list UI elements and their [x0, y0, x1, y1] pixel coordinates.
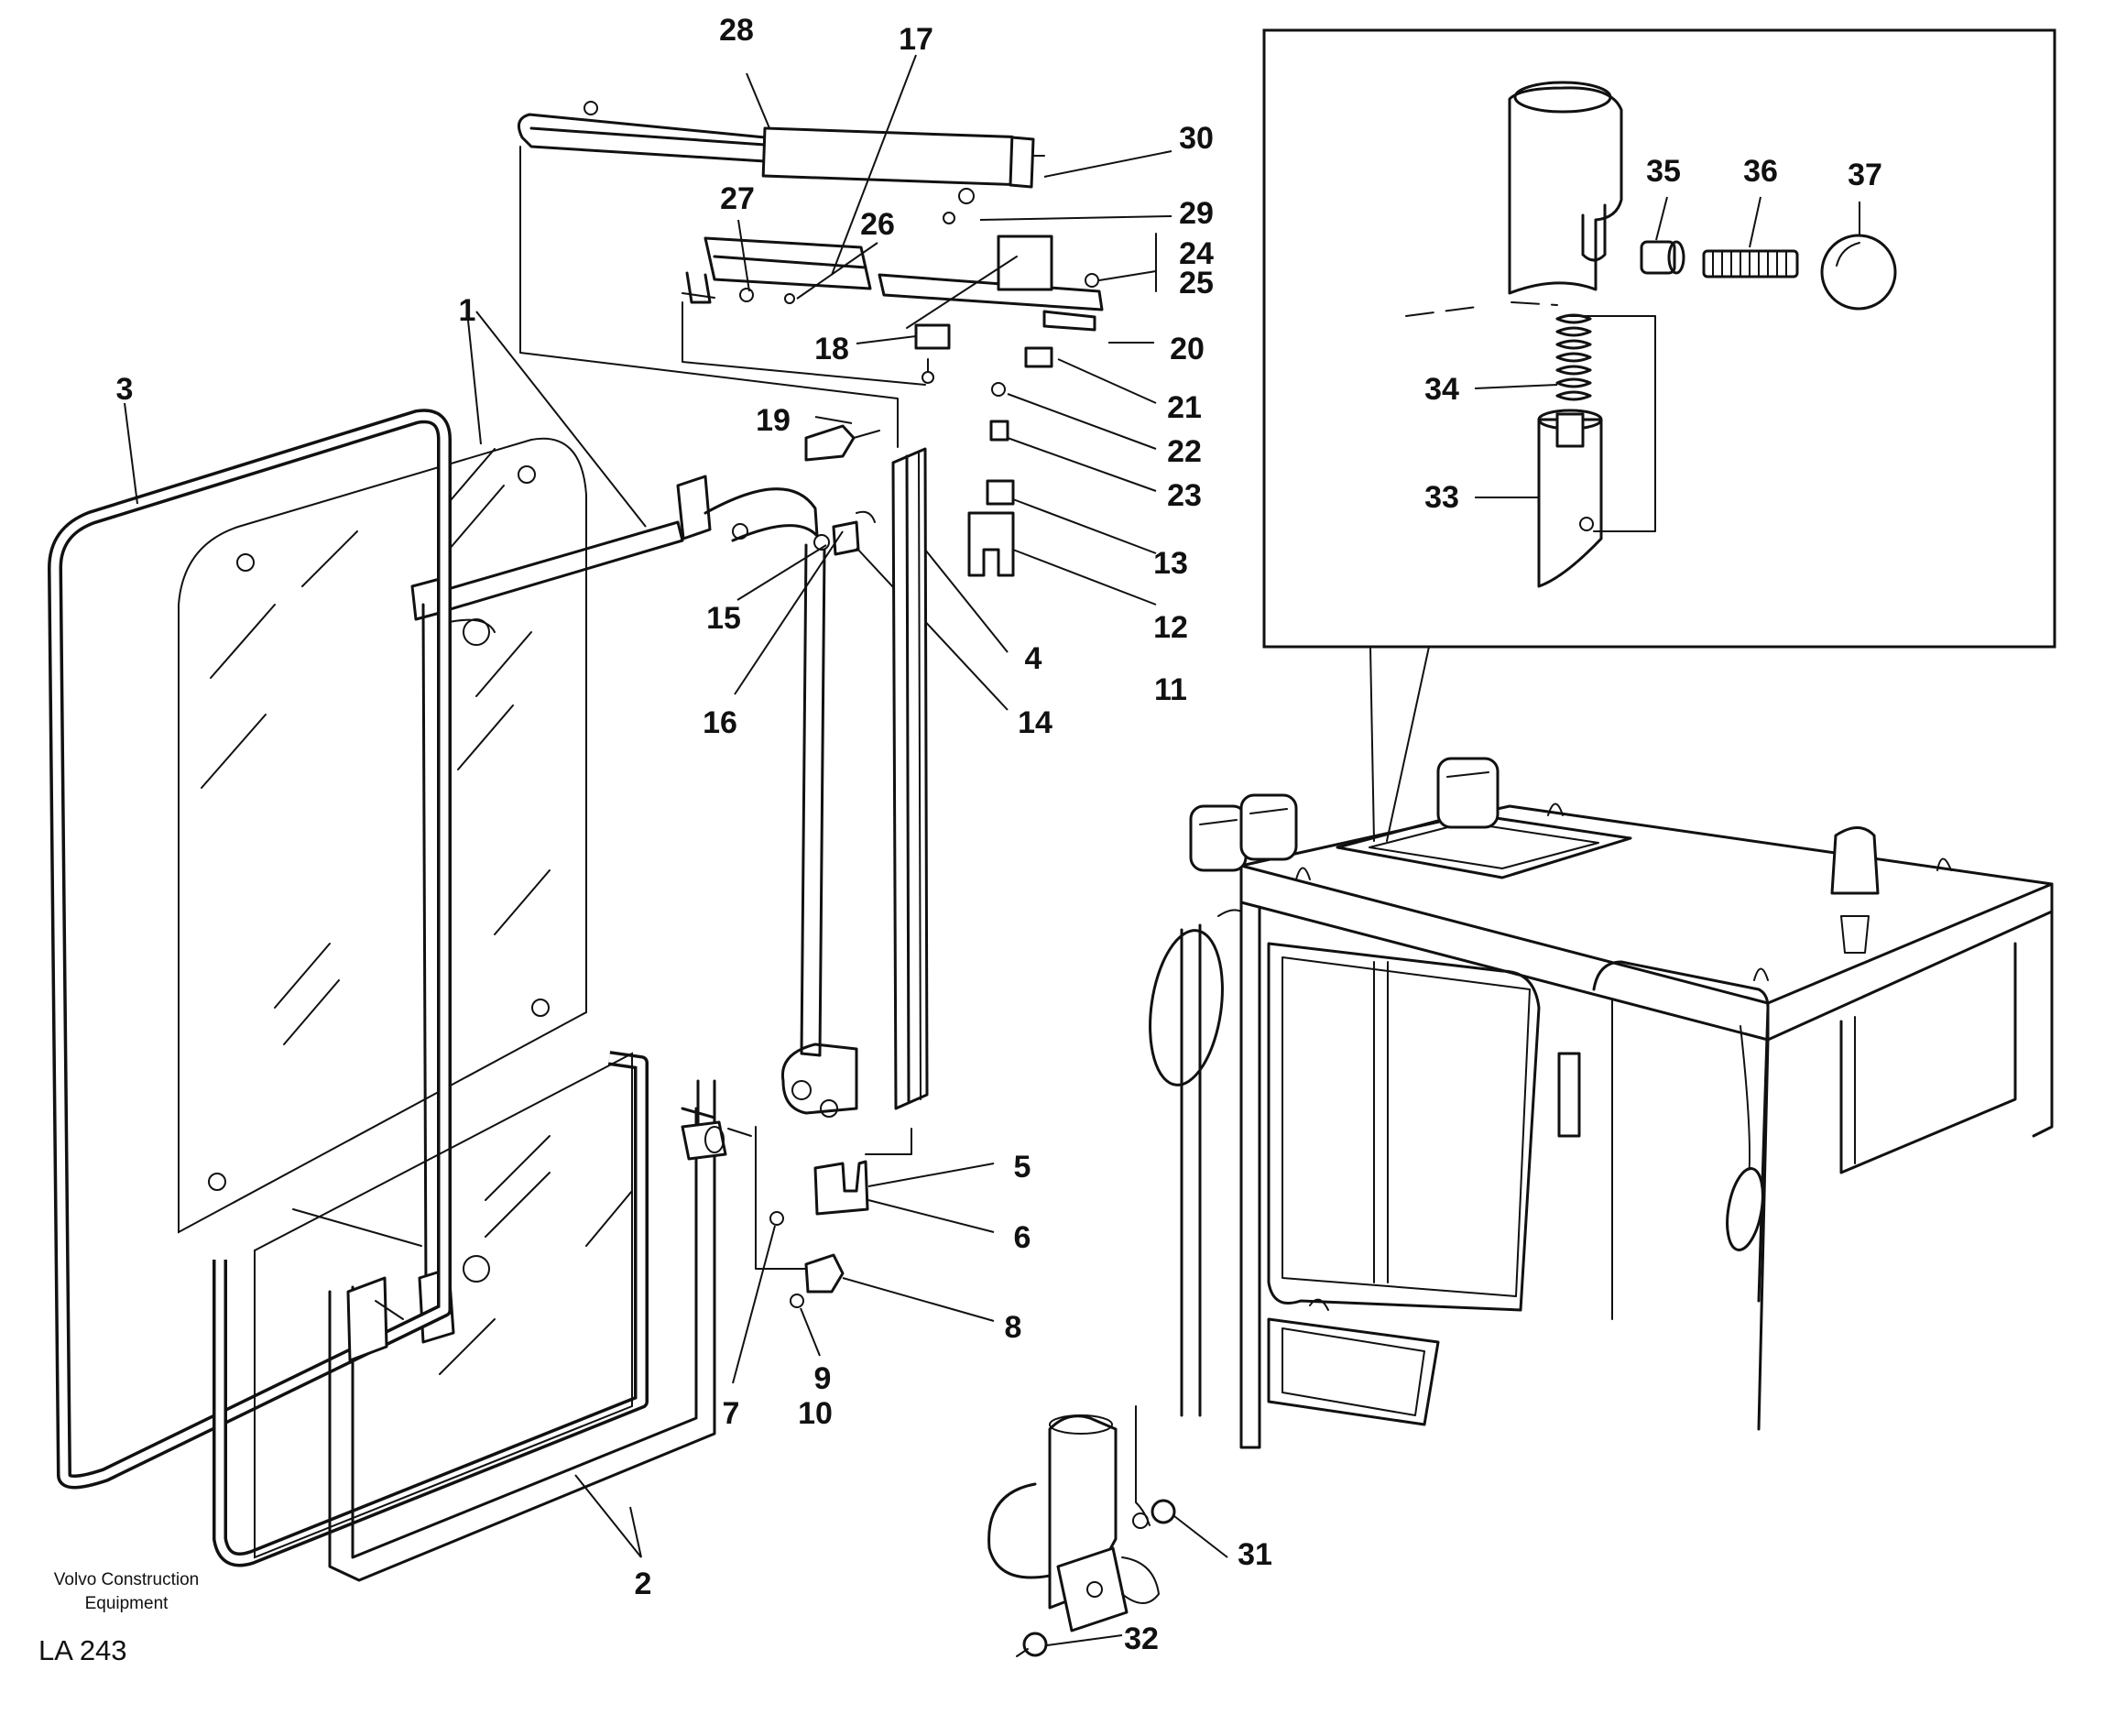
callout-21: 21: [1167, 390, 1202, 425]
callout-27: 27: [720, 181, 755, 216]
callout-3: 3: [116, 372, 134, 407]
drawing-reference: LA 243: [38, 1634, 127, 1666]
callout-15: 15: [706, 601, 741, 636]
small-parts-cluster: [814, 346, 1157, 606]
callout-2: 2: [635, 1567, 652, 1601]
lower-hinge-parts: [732, 1126, 995, 1384]
callout-7: 7: [723, 1396, 740, 1431]
part-34-spring: [1555, 313, 1592, 401]
callout-18: 18: [814, 332, 849, 366]
callout-10: 10: [798, 1396, 833, 1431]
callout-28: 28: [719, 13, 754, 48]
part-35-bushing: [1640, 240, 1685, 275]
part-37-knob: [1820, 234, 1897, 311]
callout-22: 22: [1167, 434, 1202, 469]
callout-6: 6: [1014, 1220, 1031, 1255]
callout-33: 33: [1424, 480, 1459, 515]
callout-9: 9: [814, 1361, 832, 1396]
callout-labels: 28 17 30 27 26 29 24 25 18 20 1 3 19 21 …: [116, 13, 1882, 1656]
inset-detail-box: [1262, 28, 2056, 842]
callout-12: 12: [1153, 610, 1188, 645]
callout-32: 32: [1124, 1621, 1159, 1656]
cab-assembly: [1149, 757, 2054, 1449]
callout-26: 26: [860, 207, 895, 242]
callout-34: 34: [1424, 372, 1459, 407]
callout-17: 17: [899, 22, 933, 57]
callout-20: 20: [1170, 332, 1205, 366]
callout-30: 30: [1179, 121, 1214, 156]
part-4-post: [891, 447, 1009, 1110]
callout-24: 24: [1179, 236, 1214, 271]
callout-4: 4: [1025, 641, 1042, 676]
part-33-pin: [1537, 409, 1603, 588]
callout-35: 35: [1646, 154, 1681, 189]
callout-19: 19: [756, 403, 791, 438]
gas-stay: [734, 510, 1009, 1118]
callout-36: 36: [1743, 154, 1778, 189]
latch-post: [1508, 81, 1623, 295]
part-3-seal-frame: [48, 402, 452, 1490]
upper-hinge-rail: [682, 219, 1157, 350]
lower-window-latch: [681, 1079, 752, 1161]
callout-14: 14: [1018, 705, 1052, 740]
upper-window-glass: [178, 437, 587, 1234]
callout-25: 25: [1179, 266, 1214, 300]
callout-5: 5: [1014, 1150, 1031, 1185]
part-2-lower-window: [213, 1051, 716, 1582]
footer: Volvo Construction Equipment LA 243: [38, 1570, 199, 1666]
callout-16: 16: [703, 705, 737, 740]
gas-strut-assembly: [517, 54, 1172, 276]
callout-37: 37: [1848, 158, 1882, 192]
callout-23: 23: [1167, 478, 1202, 513]
part-36-spring: [1702, 249, 1799, 278]
callout-13: 13: [1153, 546, 1188, 581]
part-19-bolt: [804, 424, 880, 462]
callout-11: 11: [1154, 672, 1187, 707]
callout-31: 31: [1238, 1537, 1272, 1572]
callout-29: 29: [1179, 196, 1214, 231]
brand-line-2: Equipment: [85, 1594, 169, 1613]
rear-latch-detail: [987, 1405, 1228, 1657]
callout-1: 1: [459, 293, 476, 328]
brand-line-1: Volvo Construction: [54, 1570, 199, 1589]
callout-8: 8: [1005, 1310, 1022, 1345]
